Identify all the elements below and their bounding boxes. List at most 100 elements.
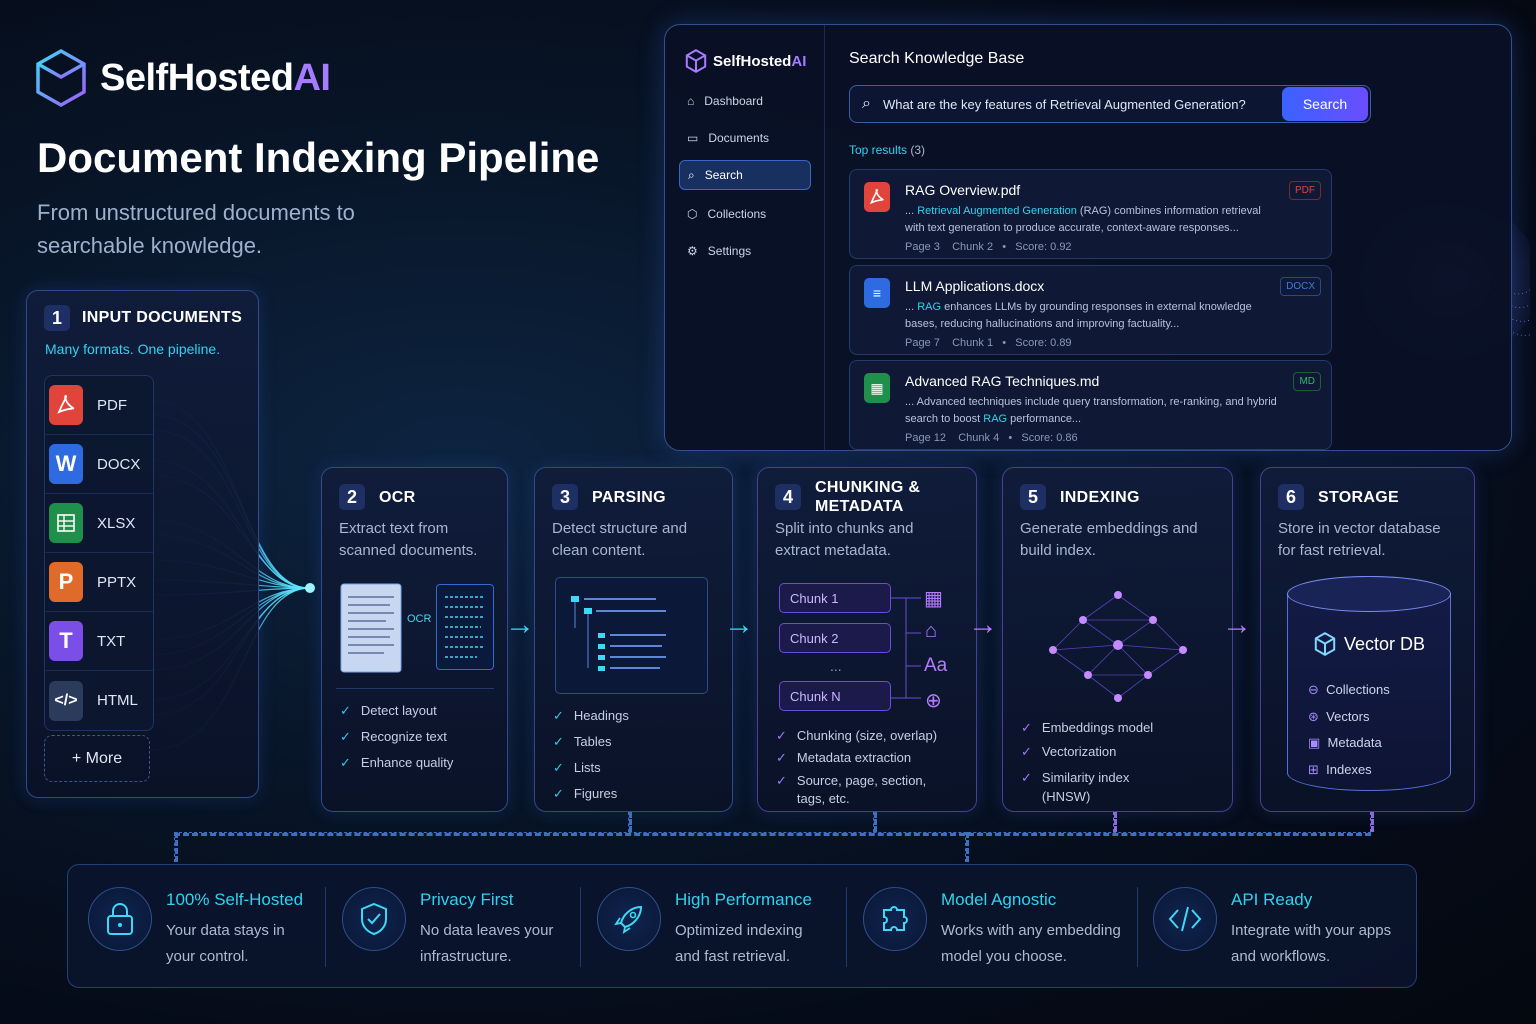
search-query-text[interactable]: What are the key features of Retrieval A… bbox=[882, 96, 1246, 112]
recognized-text-icon bbox=[436, 584, 494, 670]
vectors-icon: ⊛ bbox=[1308, 708, 1319, 724]
file-type-badge: MD bbox=[1293, 372, 1321, 391]
parsing-checklist: ✓Headings ✓Tables ✓Lists ✓Figures bbox=[553, 703, 629, 807]
result-meta: Page 7 Chunk 1 • Score: 0.89 bbox=[905, 337, 1072, 349]
feature-privacy: Privacy First No data leaves your infrast… bbox=[342, 887, 565, 967]
cube-icon bbox=[1314, 632, 1336, 656]
results-summary: Top results (3) bbox=[849, 143, 926, 157]
format-item-docx: W DOCX bbox=[45, 435, 153, 494]
check-item: ✓Source, page, section, tags, etc. bbox=[776, 773, 927, 806]
feature-title: Privacy First bbox=[420, 890, 514, 909]
result-title[interactable]: Advanced RAG Techniques.md bbox=[905, 373, 1100, 389]
sidebar-item-documents[interactable]: ▭Documents bbox=[687, 131, 770, 145]
step-number: 1 bbox=[44, 305, 70, 331]
scanned-page-icon bbox=[340, 583, 402, 678]
step-description: Detect structure and clean content. bbox=[552, 520, 688, 559]
connector-line bbox=[628, 812, 632, 832]
sidebar-item-collections[interactable]: ⬡Collections bbox=[687, 207, 767, 221]
spreadsheet-icon: ▦ bbox=[864, 373, 890, 403]
cube-logo-icon bbox=[36, 48, 86, 108]
search-button[interactable]: Search bbox=[1282, 87, 1368, 121]
step-description: Generate embeddings and build index. bbox=[1020, 520, 1198, 559]
connector-line bbox=[1370, 812, 1374, 832]
pdf-icon bbox=[864, 182, 890, 212]
ocr-checklist: ✓Detect layout ✓Recognize text ✓Enhance … bbox=[340, 698, 453, 776]
step-title: OCR bbox=[379, 488, 416, 506]
db-item-indexes: ⊞ Indexes bbox=[1308, 761, 1372, 777]
embedding-graph-icon bbox=[1049, 591, 1187, 702]
sidebar-item-settings[interactable]: ⚙Settings bbox=[687, 244, 752, 258]
input-documents-tagline: Many formats. One pipeline. bbox=[45, 341, 221, 357]
check-icon: ✓ bbox=[1021, 720, 1032, 735]
format-item-html: </> HTML bbox=[45, 671, 153, 730]
feature-description: No data leaves your infrastructure. bbox=[420, 922, 554, 965]
check-icon: ✓ bbox=[553, 760, 564, 775]
format-item-txt: T TXT bbox=[45, 612, 153, 671]
result-card[interactable]: ▦ Advanced RAG Techniques.md MD ... Adva… bbox=[849, 360, 1332, 450]
check-item: ✓Recognize text bbox=[340, 724, 453, 750]
app-sidebar: SelfHostedAI ⌂Dashboard ▭Documents ⌕Sear… bbox=[665, 25, 825, 450]
check-item: ✓Embeddings model bbox=[1021, 716, 1211, 740]
check-icon: ✓ bbox=[553, 734, 564, 749]
sidebar-item-dashboard[interactable]: ⌂Dashboard bbox=[687, 94, 763, 108]
code-icon bbox=[1153, 887, 1217, 951]
vector-db-items: ⊖ Collections ⊛ Vectors ▣ Metadata ⊞ Ind… bbox=[1308, 677, 1390, 783]
brand-logo: SelfHostedAI bbox=[34, 48, 331, 108]
pdf-icon bbox=[49, 385, 83, 425]
step-description: Extract text from scanned documents. bbox=[339, 520, 478, 559]
code-icon: </> bbox=[49, 680, 83, 721]
sidebar-item-search[interactable]: ⌕Search bbox=[679, 160, 811, 190]
check-icon: ✓ bbox=[340, 729, 351, 744]
step-description: Store in vector database for fast retrie… bbox=[1278, 520, 1441, 559]
search-icon: ⌕ bbox=[862, 95, 871, 112]
step-title: INDEXING bbox=[1060, 488, 1140, 506]
check-item: ✓Enhance quality bbox=[340, 750, 453, 776]
step-title: PARSING bbox=[592, 488, 666, 506]
feature-description: Integrate with your apps and workflows. bbox=[1231, 922, 1392, 965]
format-item-pptx: P PPTX bbox=[45, 553, 153, 612]
ocr-label: OCR bbox=[407, 613, 432, 625]
cube-logo-icon bbox=[685, 49, 707, 73]
chunk-ellipsis: ... bbox=[830, 658, 842, 674]
step-storage-panel: 6 STORAGE Store in vector database for fa… bbox=[1260, 467, 1475, 812]
search-input[interactable]: ⌕ What are the key features of Retrieval… bbox=[849, 85, 1371, 123]
excel-icon bbox=[49, 503, 83, 543]
globe-icon: ⊕ bbox=[925, 690, 942, 712]
feature-title: Model Agnostic bbox=[941, 890, 1057, 909]
step-number: 2 bbox=[339, 484, 365, 510]
result-card[interactable]: RAG Overview.pdf PDF ... Retrieval Augme… bbox=[849, 169, 1332, 259]
feature-description: Optimized indexing and fast retrieval. bbox=[675, 922, 803, 965]
lock-icon bbox=[88, 887, 152, 951]
step-number: 6 bbox=[1278, 484, 1304, 510]
result-title[interactable]: RAG Overview.pdf bbox=[905, 182, 1021, 198]
check-icon: ✓ bbox=[776, 728, 787, 743]
input-documents-panel: 1 INPUT DOCUMENTS Many formats. One pipe… bbox=[26, 290, 259, 798]
shield-check-icon bbox=[342, 887, 406, 951]
connector-line bbox=[174, 832, 1371, 836]
file-type-badge: DOCX bbox=[1280, 277, 1321, 296]
result-title[interactable]: LLM Applications.docx bbox=[905, 278, 1045, 294]
more-formats-button[interactable]: + More bbox=[44, 735, 150, 782]
check-item: ✓Headings bbox=[553, 703, 629, 729]
arrow-right-icon: → bbox=[968, 608, 998, 641]
check-icon: ✓ bbox=[776, 750, 787, 765]
step-title: STORAGE bbox=[1318, 488, 1399, 506]
format-item-pdf: PDF bbox=[45, 376, 153, 435]
document-icon: ▭ bbox=[687, 131, 699, 145]
collections-icon: ⬡ bbox=[687, 207, 698, 221]
check-item: ✓Tables bbox=[553, 729, 629, 755]
step-number: 3 bbox=[552, 484, 578, 510]
result-card[interactable]: ≡ LLM Applications.docx DOCX ... RAG enh… bbox=[849, 265, 1332, 355]
metadata-icon: ▣ bbox=[1308, 735, 1321, 750]
format-list: PDF W DOCX XLSX P PPTX T TXT </> HTML bbox=[44, 375, 154, 731]
chunking-checklist: ✓Chunking (size, overlap) ✓Metadata extr… bbox=[776, 725, 966, 808]
puzzle-icon bbox=[863, 887, 927, 951]
check-item: ✓Metadata extraction bbox=[776, 747, 966, 769]
check-icon: ✓ bbox=[776, 773, 787, 788]
